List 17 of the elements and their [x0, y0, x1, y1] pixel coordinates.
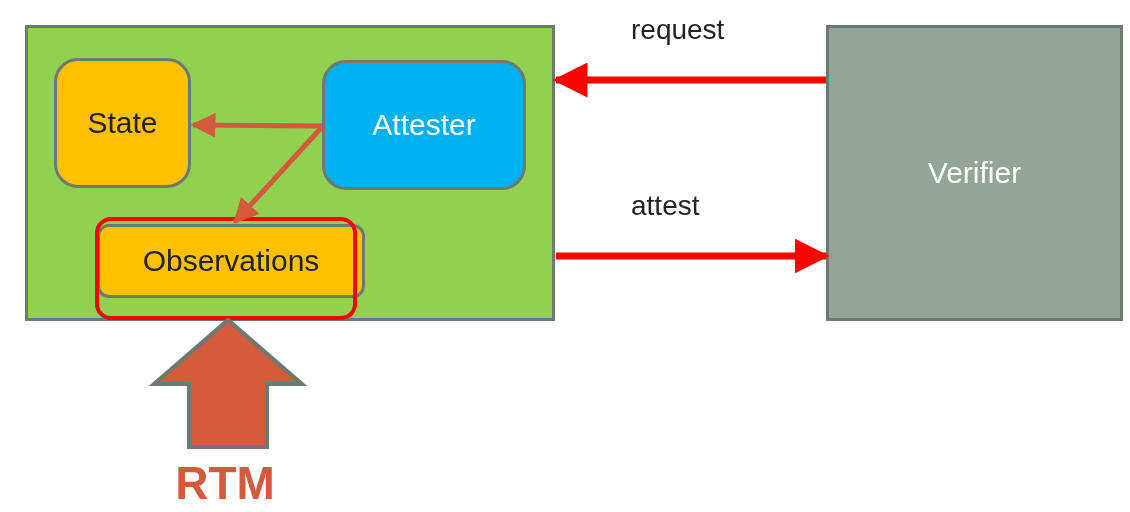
edge-label: request: [631, 14, 725, 46]
arrow: [552, 62, 826, 98]
attester-box: [322, 60, 526, 190]
node-label: State: [87, 106, 158, 140]
node-label: Attester: [372, 108, 476, 142]
edge-label: attest: [631, 190, 700, 222]
node-label: Observations: [142, 244, 320, 278]
state-box: [54, 58, 191, 188]
arrow: [233, 125, 324, 224]
observations-box: [97, 224, 365, 298]
arrow: [556, 238, 830, 274]
container-box: [25, 25, 555, 321]
verifier-box: [826, 25, 1123, 321]
arrow: [190, 112, 322, 138]
caption-text: RTM: [175, 456, 275, 510]
node-label: Verifier: [927, 156, 1022, 190]
block-arrow: [148, 317, 308, 449]
